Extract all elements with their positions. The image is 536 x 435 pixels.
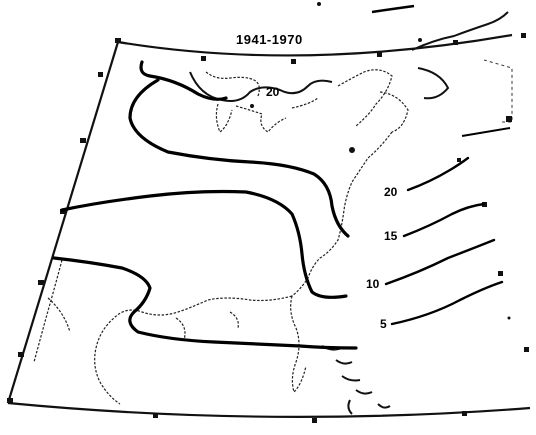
coast-hudson-bay <box>205 71 260 97</box>
tick <box>98 72 103 77</box>
frame-bottom-arc <box>7 401 531 418</box>
isotherm-middle <box>60 189 348 299</box>
isotherm-lower <box>52 256 358 350</box>
tick <box>521 33 526 38</box>
tick <box>115 38 121 43</box>
right-edge-stroke <box>461 127 511 137</box>
coast-labrador <box>337 69 393 127</box>
contour-label-10: 10 <box>366 277 380 291</box>
tick <box>312 418 317 423</box>
speck <box>507 316 511 320</box>
isotherms <box>52 60 504 350</box>
frame-top-arc <box>117 33 513 57</box>
coast-west <box>33 259 71 363</box>
contour-label-20-north: 20 <box>266 85 280 99</box>
map-frame <box>6 4 531 418</box>
isotherm-20-east <box>406 156 470 192</box>
isotherm-20-north <box>139 60 228 101</box>
graticule-ticks <box>7 33 529 423</box>
great-lakes <box>215 97 319 133</box>
tick <box>524 347 529 352</box>
isotherm-10 <box>384 238 496 286</box>
coastlines <box>33 11 509 415</box>
coast-newfoundland <box>411 11 509 100</box>
tick <box>18 352 24 357</box>
tick <box>377 52 382 57</box>
tick <box>453 40 458 45</box>
tick <box>38 280 44 285</box>
tick <box>7 398 13 403</box>
tick <box>201 56 206 61</box>
tick <box>153 413 158 418</box>
frame-left-edge <box>6 41 120 404</box>
tick <box>291 59 296 64</box>
coast-us-east <box>291 131 393 297</box>
coast-florida <box>290 295 307 394</box>
tick <box>457 158 461 162</box>
coast-yucatan <box>175 311 239 341</box>
speck <box>317 2 321 6</box>
tick <box>80 138 86 143</box>
speck <box>250 104 254 108</box>
contour-label-20-east: 20 <box>384 185 398 199</box>
period-label: 1941-1970 <box>236 32 303 47</box>
isotherm-loop <box>128 78 350 238</box>
top-right-stroke <box>371 4 415 14</box>
isotherm-5 <box>390 280 504 326</box>
speck <box>349 147 355 153</box>
coast-canada-north <box>189 71 333 102</box>
scan-specks <box>250 2 511 320</box>
coast-caribbean-islands <box>321 345 391 415</box>
frame-right-dashed <box>483 59 513 123</box>
tick <box>498 271 503 276</box>
speck <box>418 38 422 42</box>
coast-gulf-stlawrence <box>379 91 409 133</box>
contour-label-15: 15 <box>384 229 398 243</box>
isotherm-15 <box>402 202 486 238</box>
tick <box>60 209 66 214</box>
tick <box>506 116 512 122</box>
contour-label-5: 5 <box>380 317 387 331</box>
tick <box>462 411 467 416</box>
coast-gulf-mexico <box>94 295 293 405</box>
